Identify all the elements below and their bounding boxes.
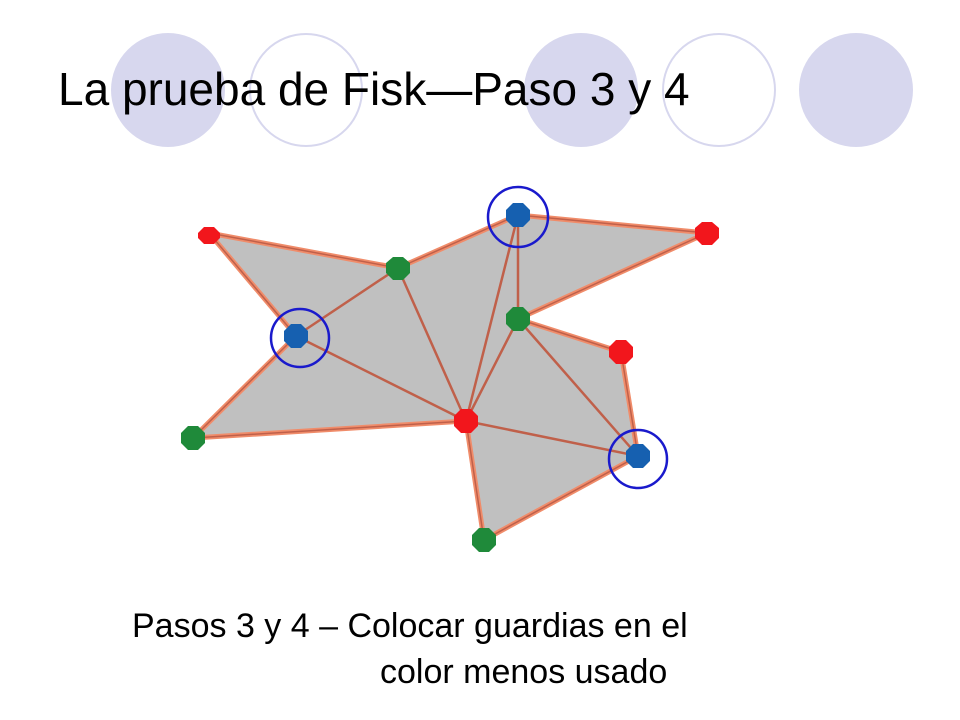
decor-circle-filled bbox=[799, 33, 913, 147]
diagonal bbox=[396, 266, 468, 423]
polygon-triangulation bbox=[190, 212, 710, 543]
caption-line-1: Pasos 3 y 4 – Colocar guardias en el bbox=[132, 607, 688, 645]
vertex-green bbox=[386, 257, 410, 280]
decor-circle-filled bbox=[111, 33, 225, 147]
vertex-blue bbox=[506, 203, 530, 227]
slide-title: La prueba de Fisk—Paso 3 y 4 bbox=[58, 63, 690, 115]
decor-circle-outline bbox=[662, 33, 776, 147]
vertex-blue bbox=[626, 444, 650, 468]
diagonal bbox=[516, 317, 640, 458]
caption-line-2: color menos usado bbox=[380, 653, 668, 691]
diagonal bbox=[294, 266, 400, 338]
vertices bbox=[181, 203, 719, 552]
guard-circle bbox=[607, 428, 669, 490]
vertex-green bbox=[472, 528, 496, 552]
decor-circle-filled bbox=[524, 33, 638, 147]
polygon-fill bbox=[190, 212, 710, 543]
vertex-green bbox=[181, 426, 205, 450]
vertex-red bbox=[695, 222, 719, 245]
vertex-green bbox=[506, 307, 530, 331]
decorative-circles bbox=[111, 33, 913, 147]
diagonal bbox=[464, 317, 520, 423]
guard-markers bbox=[269, 185, 669, 490]
guard-circle bbox=[486, 185, 550, 249]
decor-circle-outline bbox=[249, 33, 363, 147]
diagonal bbox=[464, 213, 520, 423]
vertex-blue bbox=[284, 324, 308, 348]
triangulated-polygon-diagram bbox=[181, 185, 719, 552]
diagonal bbox=[294, 334, 468, 423]
vertex-red bbox=[609, 340, 633, 364]
guard-circle bbox=[269, 307, 331, 369]
polygon-outline bbox=[192, 214, 708, 541]
vertex-red bbox=[454, 409, 478, 433]
vertex-red bbox=[198, 227, 220, 244]
